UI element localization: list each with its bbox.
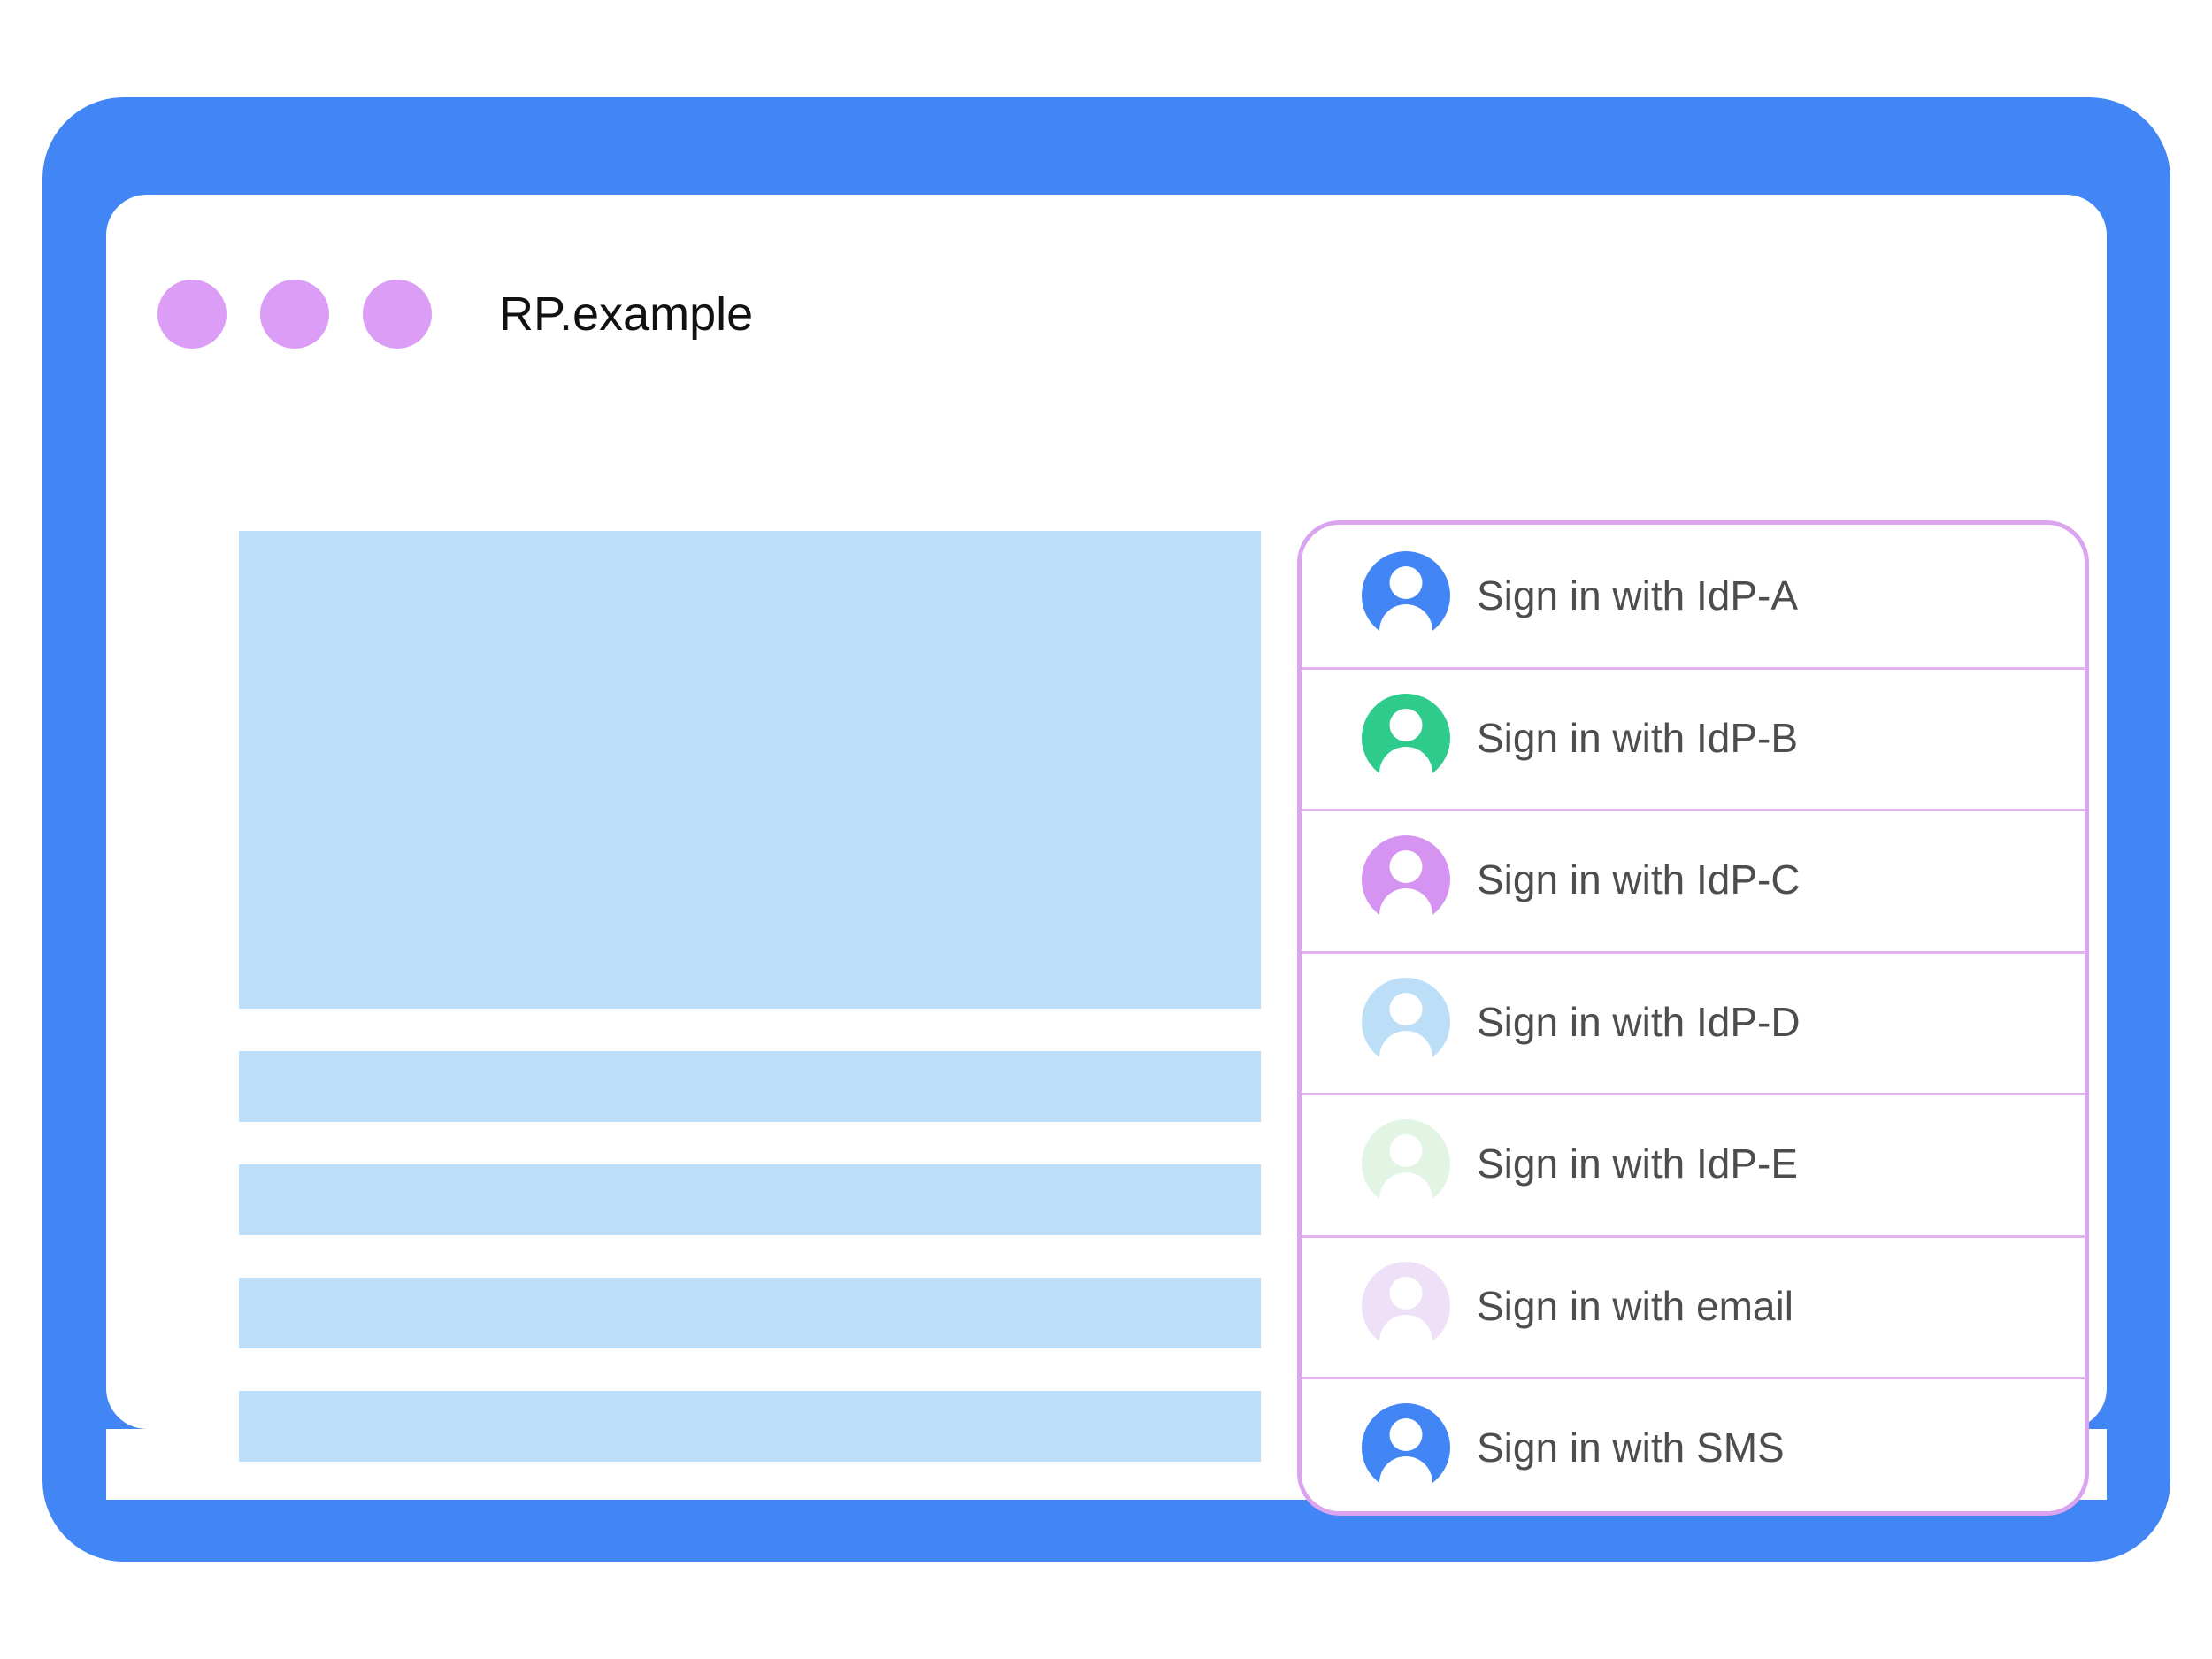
window-dot-1[interactable] <box>157 280 227 349</box>
account-row-idp-e[interactable]: Sign in with IdP-E <box>1302 1093 2085 1235</box>
account-row-idp-d[interactable]: Sign in with IdP-D <box>1302 950 2085 1093</box>
content-block-line-4 <box>239 1391 1261 1462</box>
device-frame: RP.example Sign in with IdP-A Sign in wi… <box>42 97 2170 1562</box>
window-dot-2[interactable] <box>260 280 329 349</box>
account-row-label: Sign in with IdP-D <box>1477 998 1801 1045</box>
account-avatar-icon <box>1362 1261 1450 1352</box>
content-block-hero <box>239 531 1261 1009</box>
content-area <box>239 531 1261 1504</box>
account-row-label: Sign in with IdP-B <box>1477 714 1799 761</box>
page-title: RP.example <box>499 288 754 341</box>
account-row-label: Sign in with IdP-E <box>1477 1141 1799 1187</box>
content-block-line-3 <box>239 1278 1261 1348</box>
account-row-idp-c[interactable]: Sign in with IdP-C <box>1302 809 2085 951</box>
account-row-email[interactable]: Sign in with email <box>1302 1234 2085 1377</box>
account-chooser-panel: Sign in with IdP-A Sign in with IdP-B Si… <box>1297 520 2089 1516</box>
window-dot-3[interactable] <box>363 280 432 349</box>
account-avatar-icon <box>1362 835 1450 926</box>
account-row-idp-b[interactable]: Sign in with IdP-B <box>1302 666 2085 809</box>
account-avatar-icon <box>1362 1403 1450 1494</box>
account-avatar-icon <box>1362 551 1450 642</box>
title-bar: RP.example <box>157 265 753 363</box>
account-row-label: Sign in with IdP-C <box>1477 856 1801 903</box>
content-block-line-2 <box>239 1164 1261 1235</box>
content-block-line-1 <box>239 1051 1261 1122</box>
account-row-label: Sign in with IdP-A <box>1477 572 1799 619</box>
account-row-idp-a[interactable]: Sign in with IdP-A <box>1302 525 2085 667</box>
account-row-label: Sign in with email <box>1477 1282 1793 1329</box>
account-row-label: Sign in with SMS <box>1477 1425 1785 1471</box>
account-avatar-icon <box>1362 977 1450 1068</box>
account-row-sms[interactable]: Sign in with SMS <box>1302 1377 2085 1511</box>
account-avatar-icon <box>1362 693 1450 784</box>
account-avatar-icon <box>1362 1119 1450 1210</box>
